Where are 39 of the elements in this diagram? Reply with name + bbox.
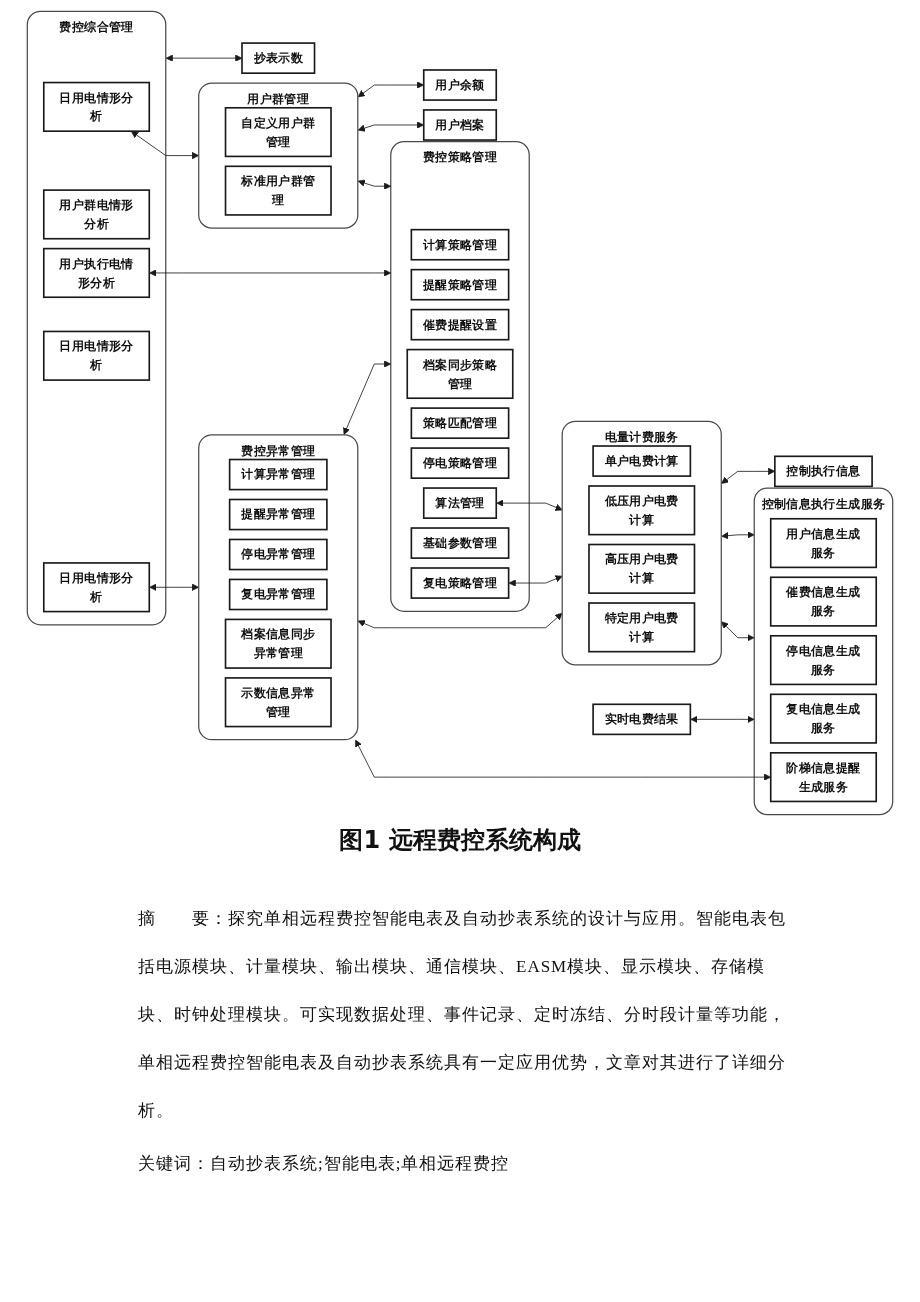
node-box: 特定用户电费计算 bbox=[588, 602, 696, 653]
node-box: 提醒策略管理 bbox=[410, 268, 510, 301]
node-box: 低压用户电费计算 bbox=[588, 485, 696, 536]
node-box: 复电策略管理 bbox=[410, 567, 510, 599]
node-box: 催费提醒设置 bbox=[410, 308, 510, 341]
node-box: 用户信息生成服务 bbox=[769, 517, 878, 569]
node-box: 档案同步策略管理 bbox=[406, 348, 514, 400]
node-box: 算法管理 bbox=[422, 487, 498, 519]
node-box: 催费信息生成服务 bbox=[769, 576, 878, 627]
node-box: 用户执行电情形分析 bbox=[42, 247, 151, 299]
node-box: 复电异常管理 bbox=[228, 578, 328, 611]
node-box: 提醒异常管理 bbox=[228, 498, 328, 531]
node-box: 停电异常管理 bbox=[228, 538, 328, 571]
node-box: 停电策略管理 bbox=[410, 447, 510, 479]
node-box: 档案信息同步异常管理 bbox=[224, 618, 332, 669]
node-box: 阶梯信息提醒生成服务 bbox=[769, 752, 878, 803]
node-box: 单户电费计算 bbox=[592, 445, 692, 477]
node-box: 基础参数管理 bbox=[410, 527, 510, 559]
node-box: 日用电情形分析 bbox=[42, 330, 151, 381]
node-box: 策略匹配管理 bbox=[410, 407, 510, 439]
node-box: 控制执行信息 bbox=[774, 455, 873, 488]
node-box: 高压用户电费计算 bbox=[588, 543, 696, 594]
node-box: 示数信息异常管理 bbox=[224, 677, 332, 728]
node-box: 复电信息生成服务 bbox=[769, 693, 878, 744]
figure-caption: 图1 远程费控系统构成 bbox=[338, 825, 582, 856]
node-box: 计算策略管理 bbox=[410, 228, 510, 261]
node-box: 实时电费结果 bbox=[592, 703, 692, 736]
keywords-line: 关键词：自动抄表系统;智能电表;单相远程费控 bbox=[138, 1153, 511, 1175]
node-box: 标准用户群管理 bbox=[224, 165, 332, 216]
node-box: 自定义用户群管理 bbox=[224, 106, 332, 158]
node-box: 日用电情形分析 bbox=[42, 562, 151, 613]
node-box: 停电信息生成服务 bbox=[769, 634, 878, 686]
node-box: 抄表示数 bbox=[241, 42, 316, 74]
abstract-paragraph: 摘 要：探究单相远程费控智能电表及自动抄表系统的设计与应用。智能电表包括电源模块、计量模块、输出模块、通信模块、EASM模块、显示模块、存储模块、时钟处理模块。可实现数据处理、事件记录、定时冻结、分时段计量等功能，单相远程费控智能电表及自动抄表系统具有一定应用优势，文章对其进行了详细分析。 bbox=[138, 908, 787, 1122]
node-box: 用户档案 bbox=[422, 109, 498, 141]
node-box: 计算异常管理 bbox=[228, 458, 328, 491]
node-box: 日用电情形分析 bbox=[42, 81, 151, 132]
node-box: 用户余额 bbox=[422, 69, 498, 101]
node-box: 用户群电情形分析 bbox=[42, 189, 151, 240]
